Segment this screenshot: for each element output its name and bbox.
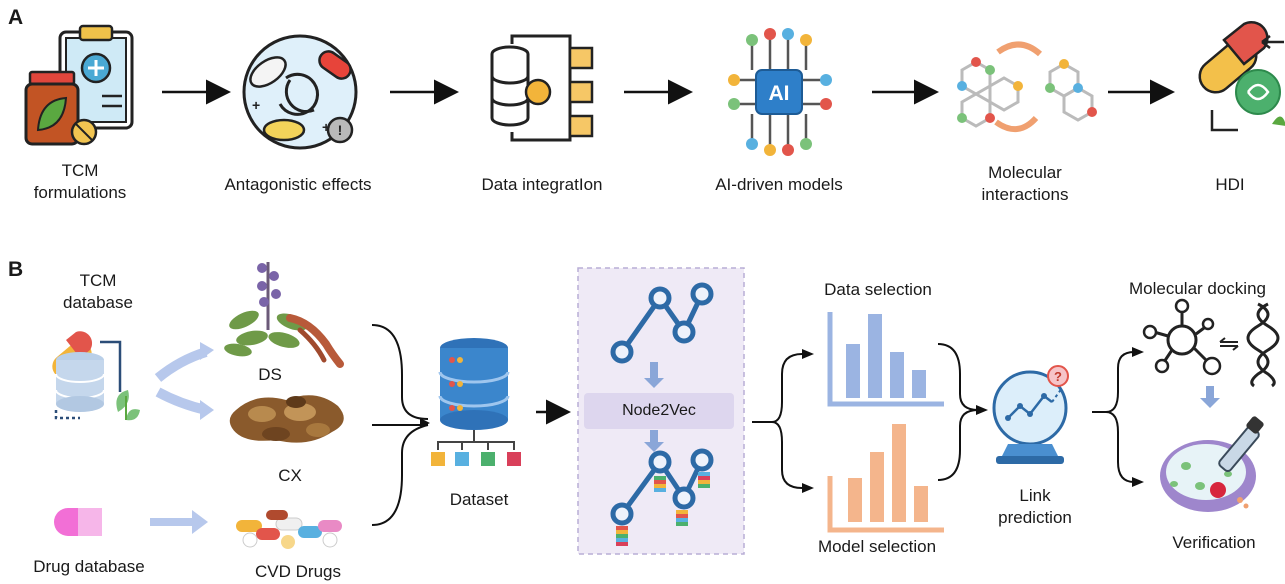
clipboard-herb-jar-icon [24, 24, 134, 146]
step-label-data-integration: Data integratIon [481, 175, 603, 194]
label-line: TCM [79, 271, 117, 290]
molecular-docking-icon [1142, 298, 1280, 388]
step-label-line: Molecular [988, 163, 1062, 182]
step-label-line: formulations [33, 183, 127, 202]
graph-top-icon [610, 282, 714, 364]
ai-chip-icon: AI [728, 28, 832, 156]
svg-text:+: + [252, 97, 260, 113]
svg-text:AI: AI [769, 82, 790, 105]
label-line: prediction [998, 508, 1072, 527]
pink-capsule-icon [54, 508, 102, 536]
ds-label: DS [258, 365, 282, 384]
capsule-herb-icon [1198, 20, 1285, 132]
cvd-drugs-image [236, 510, 342, 549]
model-selection-label: Model selection [817, 537, 937, 556]
petri-dish-icon [1160, 416, 1264, 512]
step-label-line: interactions [981, 185, 1069, 204]
tcm-database-label: TCM database [50, 270, 146, 314]
svg-text:+: + [322, 119, 330, 135]
link-prediction-label: Link prediction [990, 485, 1080, 529]
graph-embedded-icon [610, 448, 714, 546]
node2vec-label: Node2Vec [584, 393, 734, 429]
panel-label-a: A [8, 6, 24, 29]
step-label-tcm-formulations: TCM formulations [30, 160, 130, 204]
label-line: database [63, 293, 133, 312]
cx-label: CX [278, 466, 302, 485]
molecule-exchange-icon [957, 41, 1097, 132]
step-label-antagonistic-effects: Antagonistic effects [224, 175, 372, 194]
molecular-docking-label: Molecular docking [1128, 279, 1266, 298]
pills-cycle-icon: ! + + [242, 34, 358, 150]
ds-herb-image [224, 262, 344, 368]
crystal-ball-icon: ? [992, 365, 1069, 464]
tcm-database-icon [52, 331, 140, 421]
cx-herb-image [229, 395, 344, 443]
step-label-molecular-interactions: Molecular interactions [960, 162, 1090, 206]
panel-label-b: B [8, 258, 24, 281]
step-label-hdi: HDI [1215, 175, 1245, 194]
step-label-ai-driven-models: AI-driven models [715, 175, 843, 194]
dataset-database-icon [431, 338, 521, 466]
model-selection-chart-icon [827, 424, 944, 533]
label-line: Link [1019, 486, 1051, 505]
svg-text:!: ! [338, 122, 343, 138]
step-label-line: TCM [61, 161, 99, 180]
cvd-drugs-label: CVD Drugs [255, 562, 341, 581]
verification-label: Verification [1172, 533, 1256, 552]
data-selection-label: Data selection [824, 280, 932, 299]
data-selection-chart-icon [827, 312, 944, 407]
dataset-label: Dataset [449, 490, 509, 509]
drug-database-label: Drug database [33, 557, 145, 576]
database-gear-icon [490, 34, 594, 142]
svg-text:?: ? [1054, 369, 1062, 384]
